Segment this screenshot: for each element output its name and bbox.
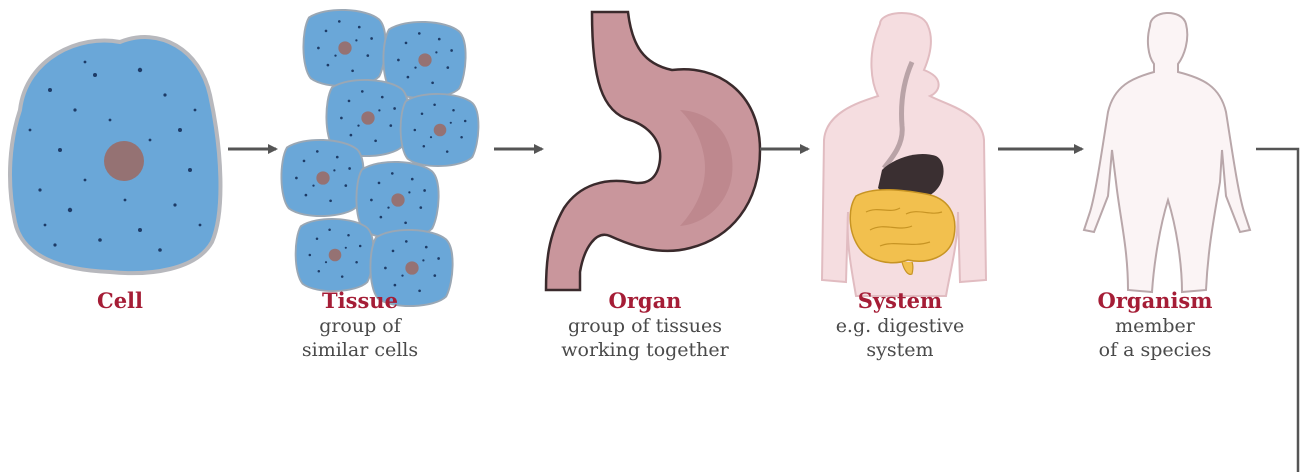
stage-organism: Organism member of a species bbox=[1055, 288, 1255, 362]
stage-title: System bbox=[790, 288, 1010, 314]
digestive-system-illustration bbox=[822, 13, 986, 296]
stomach-illustration bbox=[546, 12, 760, 290]
stage-title: Organ bbox=[530, 288, 760, 314]
stage-tissue: Tissue group of similar cells bbox=[270, 288, 450, 362]
tissue-illustration bbox=[281, 10, 478, 306]
stage-description: group of similar cells bbox=[270, 314, 450, 362]
stage-cell: Cell bbox=[40, 288, 200, 314]
stage-title: Organism bbox=[1055, 288, 1255, 314]
stage-title: Cell bbox=[40, 288, 200, 314]
stage-description: group of tissues working together bbox=[530, 314, 760, 362]
human-body-illustration bbox=[1084, 13, 1250, 292]
stage-title: Tissue bbox=[270, 288, 450, 314]
stage-description: e.g. digestive system bbox=[790, 314, 1010, 362]
cell-illustration bbox=[10, 37, 220, 273]
continuation-connector bbox=[1256, 149, 1298, 472]
stage-description: member of a species bbox=[1055, 314, 1255, 362]
stage-system: System e.g. digestive system bbox=[790, 288, 1010, 362]
stage-organ: Organ group of tissues working together bbox=[530, 288, 760, 362]
